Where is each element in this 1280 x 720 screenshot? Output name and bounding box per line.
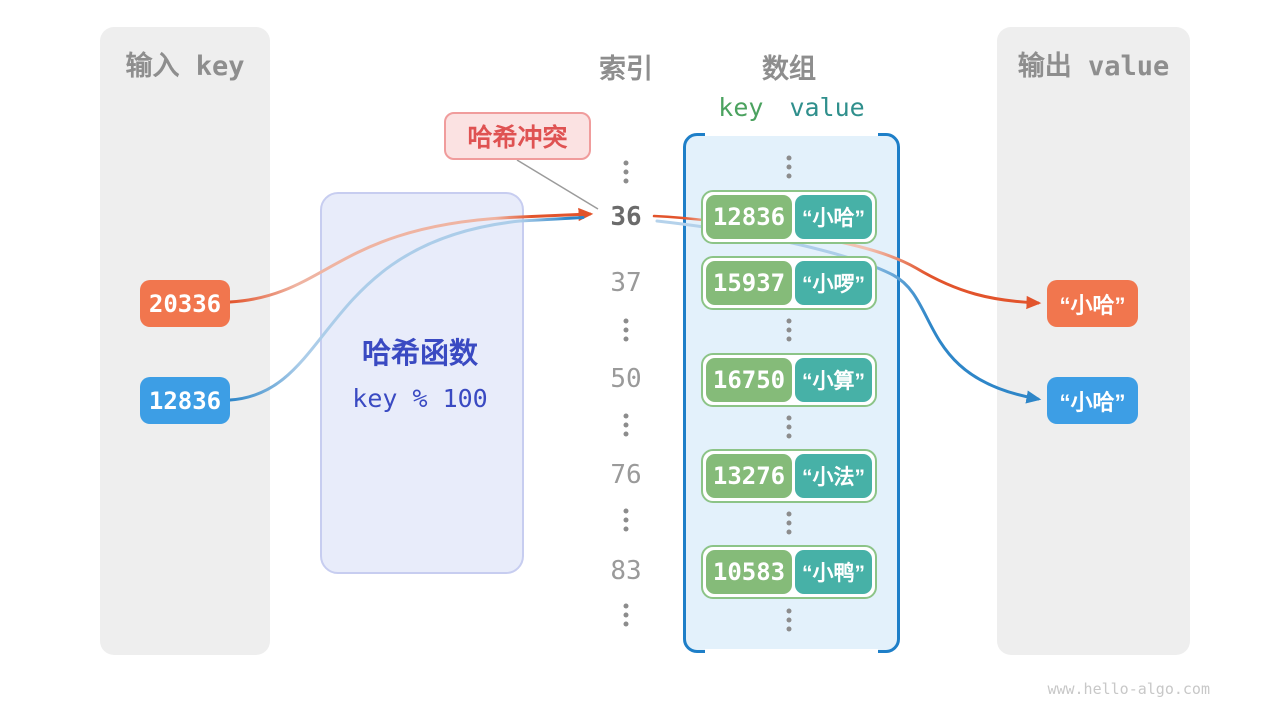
array-ellipsis — [786, 511, 792, 535]
output-value-panel — [997, 27, 1190, 655]
pair-value-box: “小法” — [795, 454, 872, 498]
index-label: 83 — [610, 556, 642, 586]
input-key-chip: 12836 — [140, 377, 230, 424]
index-label: 37 — [610, 268, 642, 298]
pair-key-box: 15937 — [706, 261, 792, 305]
pair-key-box: 10583 — [706, 550, 792, 594]
index-ellipsis — [623, 413, 629, 437]
array-ellipsis — [786, 318, 792, 342]
hash-function-box — [320, 192, 524, 574]
pair-value-box: “小鸭” — [795, 550, 872, 594]
index-ellipsis — [623, 508, 629, 532]
index-ellipsis — [623, 603, 629, 627]
pair-value-box: “小哈” — [795, 195, 872, 239]
output-value-chip: “小哈” — [1047, 377, 1138, 424]
array-ellipsis — [786, 155, 792, 179]
index-label: 36 — [610, 202, 642, 232]
hash-function-title: 哈希函数 — [361, 338, 478, 370]
array-pair-row: 16750“小算” — [701, 353, 877, 407]
hash-collision-badge: 哈希冲突 — [444, 112, 591, 160]
pair-value-box: “小啰” — [795, 261, 872, 305]
index-label: 76 — [610, 460, 642, 490]
pair-key-box: 12836 — [706, 195, 792, 239]
output-value-chip: “小哈” — [1047, 280, 1138, 327]
index-ellipsis — [623, 160, 629, 184]
array-column-header: 数组 — [762, 54, 816, 84]
array-pair-row: 10583“小鸭” — [701, 545, 877, 599]
array-pair-row: 13276“小法” — [701, 449, 877, 503]
array-ellipsis — [786, 608, 792, 632]
index-column-header: 索引 — [599, 54, 653, 84]
value-header-label: value — [789, 93, 865, 122]
input-panel-title: 输入 key — [125, 51, 245, 82]
array-ellipsis — [786, 415, 792, 439]
pair-key-box: 16750 — [706, 358, 792, 402]
pair-value-box: “小算” — [795, 358, 872, 402]
array-pair-row: 15937“小啰” — [701, 256, 877, 310]
key-value-header: key value — [683, 93, 900, 122]
array-pair-row: 12836“小哈” — [701, 190, 877, 244]
hash-function-formula: key % 100 — [352, 384, 488, 413]
input-key-chip: 20336 — [140, 280, 230, 327]
collision-pointer-line — [516, 159, 599, 210]
array-bracket-gap-bottom — [705, 649, 878, 654]
output-panel-title: 输出 value — [1017, 51, 1170, 82]
watermark: www.hello-algo.com — [1047, 680, 1210, 698]
input-key-panel — [100, 27, 270, 655]
index-ellipsis — [623, 318, 629, 342]
array-bracket-gap-top — [705, 131, 878, 136]
index-label: 50 — [610, 364, 642, 394]
pair-key-box: 13276 — [706, 454, 792, 498]
key-header-label: key — [718, 93, 764, 122]
